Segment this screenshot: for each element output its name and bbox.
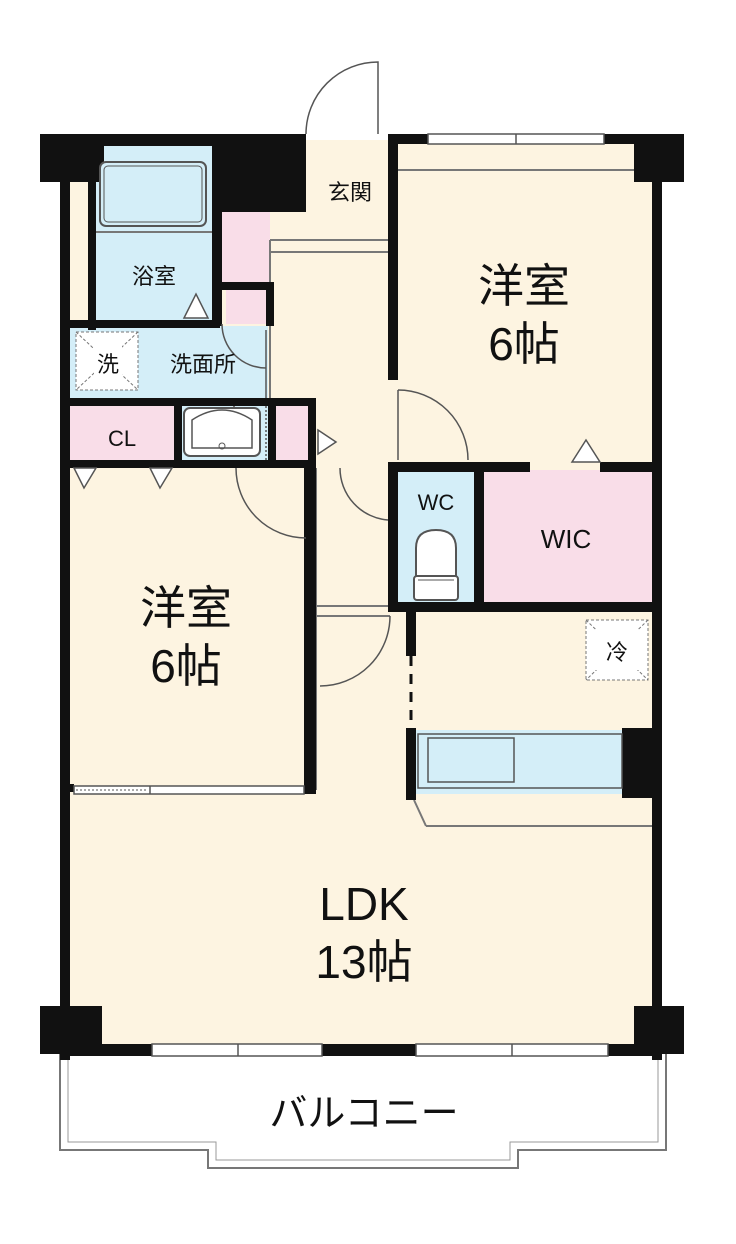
fold-triangles	[72, 292, 602, 490]
fridge-label: 冷	[606, 640, 628, 665]
bathtub-icon	[99, 161, 207, 227]
toilet-icon	[413, 528, 459, 601]
storage-pink-3	[274, 404, 310, 462]
sliding-door	[73, 785, 305, 795]
doors	[221, 61, 469, 687]
storage-pink-2	[226, 288, 270, 324]
western-room-2-name: 洋室	[140, 582, 232, 634]
wc-label: WC	[418, 490, 455, 515]
balcony-inner-outline	[67, 1058, 659, 1161]
western-room-1-size: 6帖	[488, 318, 560, 370]
wash-machine-label: 洗	[97, 352, 119, 377]
wic-area	[480, 470, 656, 604]
window-mullions	[237, 134, 517, 1056]
closet-cl-area	[70, 406, 174, 462]
bath-label: 浴室	[132, 264, 176, 289]
sink-icon	[183, 407, 261, 457]
balcony-outline	[59, 1050, 667, 1169]
storage-pink-1	[222, 212, 270, 282]
wic-label: WIC	[541, 524, 592, 554]
genkan-label: 玄関	[328, 180, 372, 205]
walls	[40, 134, 684, 1060]
ldk-name: LDK	[319, 878, 409, 930]
closet-cl-label: CL	[108, 426, 136, 451]
ldk-size: 13帖	[315, 936, 412, 988]
labels: 玄関 浴室 洗 洗面所 CL 洋室 6帖 洋室 6帖 WC WIC 冷 LDK …	[94, 180, 640, 1135]
balcony-area	[60, 1058, 666, 1150]
western-room-2-size: 6帖	[150, 640, 222, 692]
western-room-1-name: 洋室	[478, 260, 570, 312]
balcony-label: バルコニー	[269, 1093, 458, 1135]
kitchen-sink-icon	[417, 733, 623, 789]
washroom-label: 洗面所	[170, 352, 236, 377]
